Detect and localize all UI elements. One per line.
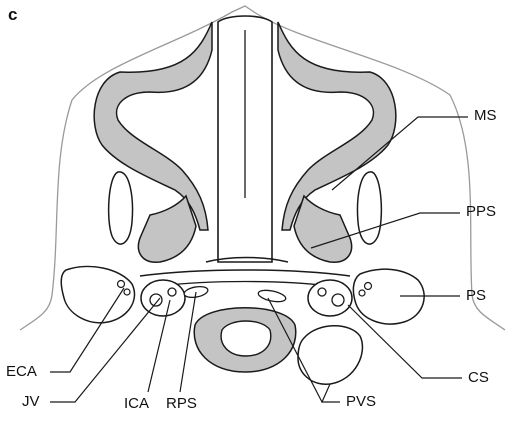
left-pterygoid-plate bbox=[138, 196, 196, 262]
right-ica-vessel bbox=[332, 294, 344, 306]
panel-letter: c bbox=[8, 6, 17, 23]
label-pps: PPS bbox=[466, 204, 496, 219]
pvs-leader-right bbox=[322, 384, 340, 402]
right-lateral-cavity bbox=[358, 172, 382, 244]
right-retropharyngeal-space bbox=[257, 288, 286, 304]
left-parotid bbox=[61, 266, 134, 322]
right-pterygoid-plate bbox=[294, 196, 352, 262]
label-cs: CS bbox=[468, 370, 489, 385]
left-eca-vessel-a bbox=[118, 281, 125, 288]
label-ps: PS bbox=[466, 288, 486, 303]
left-lateral-cavity bbox=[109, 172, 133, 244]
right-jv-vessel bbox=[318, 288, 326, 296]
right-carotid-space bbox=[308, 280, 352, 316]
left-jv-vessel bbox=[168, 288, 176, 296]
right-eca-vessel-b bbox=[359, 290, 365, 296]
pharyngeal-band-inner bbox=[160, 282, 330, 287]
spinal-canal bbox=[221, 321, 271, 356]
left-ica-vessel bbox=[150, 294, 162, 306]
label-ms: MS bbox=[474, 108, 497, 123]
left-eca-vessel-b bbox=[124, 289, 130, 295]
label-eca: ECA bbox=[6, 364, 37, 379]
label-ica: ICA bbox=[124, 396, 149, 411]
pharyngeal-band bbox=[140, 270, 350, 276]
left-carotid-space bbox=[141, 280, 185, 316]
label-jv: JV bbox=[22, 394, 40, 409]
label-rps: RPS bbox=[166, 396, 197, 411]
label-pvs: PVS bbox=[346, 394, 376, 409]
right-eca-vessel-a bbox=[365, 283, 372, 290]
